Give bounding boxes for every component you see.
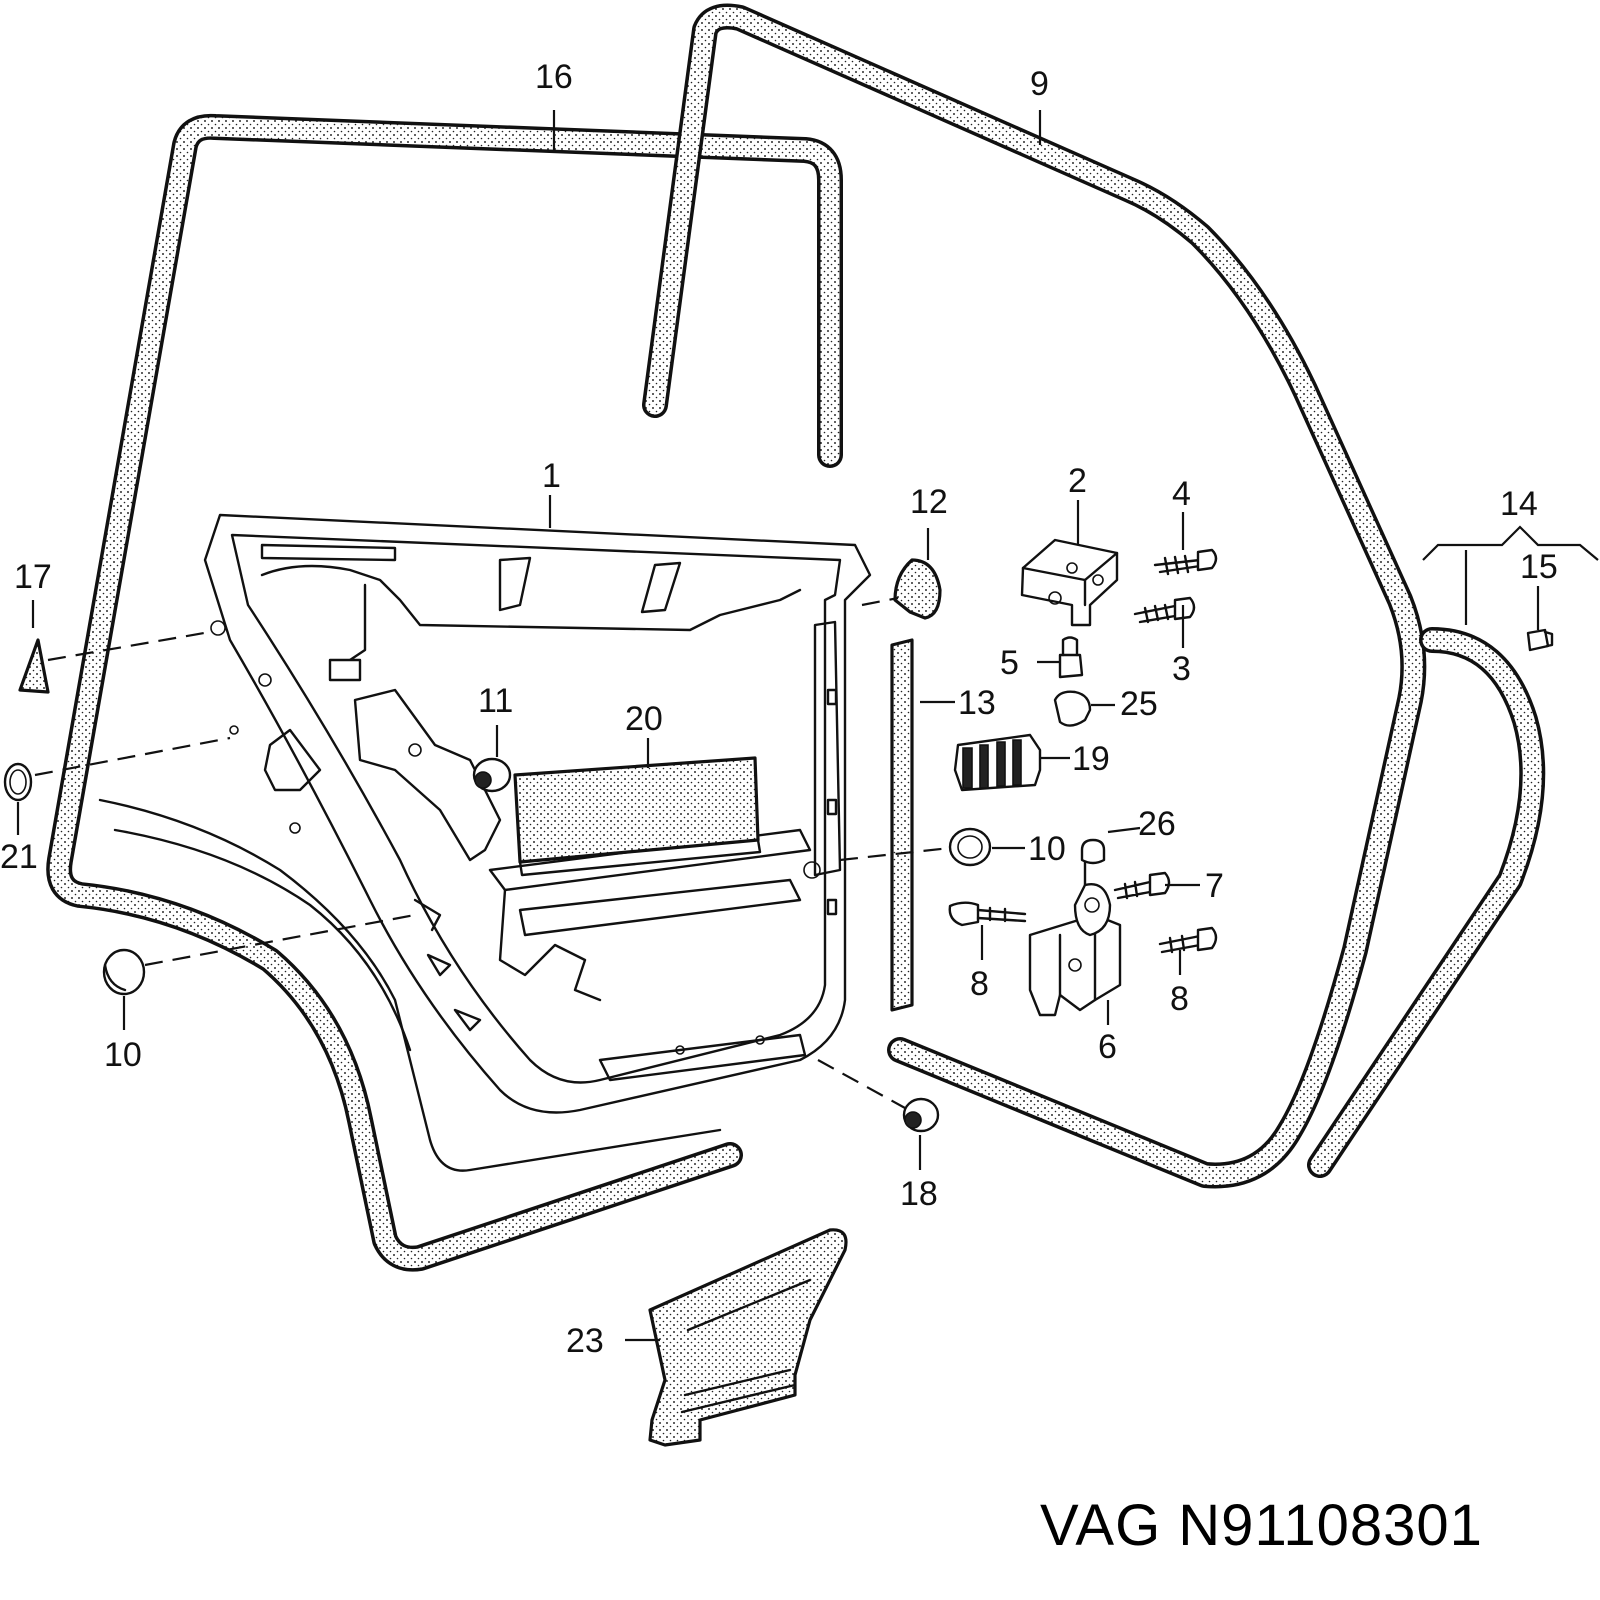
callout-16: 16 bbox=[535, 58, 573, 96]
callout-15: 15 bbox=[1520, 548, 1558, 586]
callout-4: 4 bbox=[1172, 475, 1191, 513]
callout-19: 19 bbox=[1072, 740, 1110, 778]
insulation-pad bbox=[513, 756, 762, 877]
bolt-7 bbox=[1113, 871, 1171, 900]
lower-trim-piece bbox=[648, 1228, 848, 1447]
grommet-21 bbox=[3, 762, 33, 802]
cap-26 bbox=[1080, 838, 1106, 865]
callout-labels: 16 9 1 2 4 3 5 25 12 13 19 10 26 7 8 8 6… bbox=[0, 58, 1558, 1360]
grommet-10-left bbox=[102, 948, 146, 996]
plug-15 bbox=[1526, 628, 1554, 652]
callout-13: 13 bbox=[958, 684, 996, 722]
callout-10-left: 10 bbox=[104, 1036, 142, 1074]
lower-hinge bbox=[1028, 848, 1122, 1017]
callout-3: 3 bbox=[1172, 650, 1191, 688]
callout-8-right: 8 bbox=[1170, 980, 1189, 1018]
cap-25 bbox=[1053, 690, 1092, 727]
grommet-10-right bbox=[948, 827, 992, 867]
callout-1: 1 bbox=[542, 457, 561, 495]
upper-hinge bbox=[1020, 538, 1119, 627]
callout-5: 5 bbox=[1000, 644, 1019, 682]
door-outer-seal bbox=[46, 113, 843, 1272]
seal-strip bbox=[1307, 627, 1546, 1178]
callout-12: 12 bbox=[910, 483, 948, 521]
callout-17: 17 bbox=[14, 558, 52, 596]
callout-21: 21 bbox=[0, 838, 38, 876]
callout-9: 9 bbox=[1030, 65, 1049, 103]
callout-26: 26 bbox=[1138, 805, 1176, 843]
body-opening-seal bbox=[642, 3, 1427, 1189]
callout-10-right: 10 bbox=[1028, 830, 1066, 868]
nut-5 bbox=[1058, 636, 1084, 679]
bolt-3 bbox=[1133, 596, 1196, 624]
callout-7: 7 bbox=[1205, 867, 1224, 905]
callout-8-left: 8 bbox=[970, 965, 989, 1003]
callout-23: 23 bbox=[566, 1322, 604, 1360]
callout-6: 6 bbox=[1098, 1028, 1117, 1066]
bolt-8-left bbox=[948, 901, 1027, 927]
rubber-bumper-19 bbox=[953, 733, 1042, 792]
part-number-caption: VAG N91108301 bbox=[1040, 1493, 1483, 1558]
callout-14: 14 bbox=[1500, 485, 1538, 523]
callout-20: 20 bbox=[625, 700, 663, 738]
leader-lines bbox=[16, 110, 1599, 1342]
callout-11: 11 bbox=[478, 682, 513, 720]
bolt-4 bbox=[1153, 548, 1218, 576]
door-shell bbox=[98, 513, 872, 1172]
callout-18: 18 bbox=[900, 1175, 938, 1213]
triangle-cap bbox=[18, 638, 50, 694]
callout-2: 2 bbox=[1068, 462, 1087, 500]
grommet-11 bbox=[472, 757, 512, 793]
callout-25: 25 bbox=[1120, 685, 1158, 723]
grommet-18 bbox=[902, 1097, 940, 1133]
bolt-8-right bbox=[1158, 926, 1218, 954]
vertical-seal-strip bbox=[890, 638, 914, 1012]
corner-cap bbox=[893, 558, 942, 620]
